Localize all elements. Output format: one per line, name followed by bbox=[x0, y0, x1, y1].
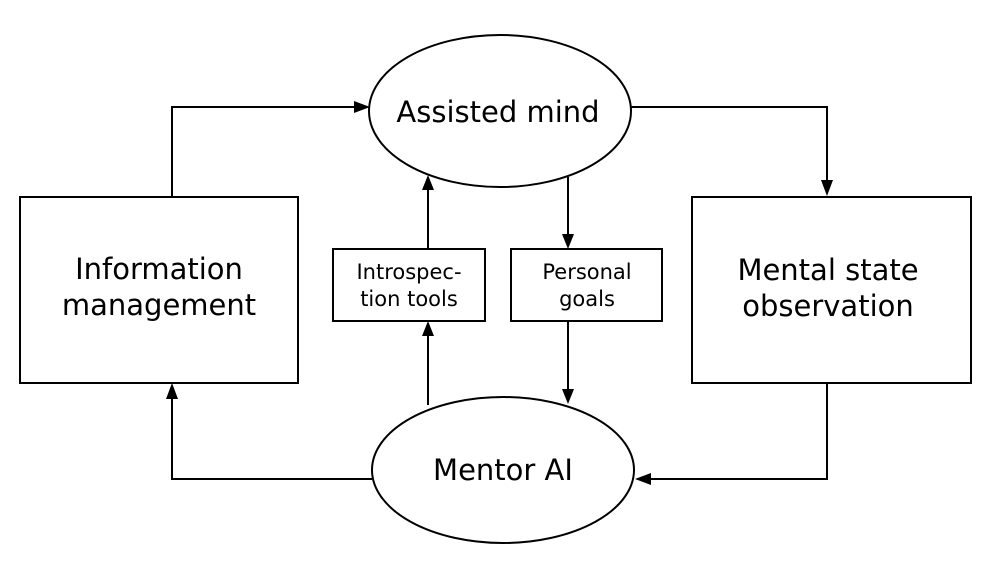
arrowhead-personal-goals-top bbox=[562, 234, 574, 249]
personal-goals-box bbox=[510, 248, 663, 322]
mental-state-observation-line-1: Mental state bbox=[737, 253, 918, 287]
node-introspection-tools: Introspec- tion tools bbox=[332, 248, 486, 322]
edges bbox=[166, 101, 833, 485]
node-assisted-mind: Assisted mind bbox=[368, 34, 632, 188]
node-mental-state-observation: Mental state observation bbox=[691, 196, 972, 384]
personal-goals-line-1: Personal bbox=[542, 260, 631, 284]
node-information-management: Information management bbox=[19, 196, 299, 384]
introspection-tools-box bbox=[332, 248, 486, 322]
arrowhead-introspection-bottom bbox=[422, 321, 434, 336]
mentor-ai-label: Mentor AI bbox=[433, 453, 573, 487]
mental-state-observation-box bbox=[691, 196, 972, 384]
information-management-line-1: Information bbox=[75, 252, 243, 286]
arrowhead-mental-state-top bbox=[821, 180, 833, 196]
introspection-tools-line-2: tion tools bbox=[360, 287, 458, 311]
arrowhead-mentor-ai-top bbox=[562, 389, 574, 404]
node-mentor-ai: Mentor AI bbox=[371, 396, 635, 544]
information-management-line-2: management bbox=[62, 288, 256, 322]
arrowhead-assisted-mind-bottom bbox=[422, 175, 434, 190]
arrowhead-mentor-ai-right bbox=[635, 473, 651, 485]
edge-information-to-assisted-mind bbox=[171, 106, 354, 196]
introspection-tools-line-1: Introspec- bbox=[356, 260, 461, 284]
mental-state-observation-line-2: observation bbox=[742, 289, 914, 323]
arrowhead-assisted-mind-left bbox=[354, 101, 370, 113]
edge-mental-state-to-mentor-ai bbox=[651, 383, 828, 480]
information-management-box bbox=[19, 196, 299, 384]
edge-mentor-ai-to-information bbox=[171, 399, 372, 480]
assisted-mind-ellipse bbox=[368, 34, 632, 188]
edge-assisted-mind-to-mental-state bbox=[631, 106, 828, 180]
mentor-ai-ellipse bbox=[371, 396, 635, 544]
arrowhead-information-bottom bbox=[166, 383, 178, 399]
personal-goals-line-2: goals bbox=[559, 287, 615, 311]
node-personal-goals: Personal goals bbox=[510, 248, 663, 322]
assisted-mind-label: Assisted mind bbox=[396, 95, 599, 129]
